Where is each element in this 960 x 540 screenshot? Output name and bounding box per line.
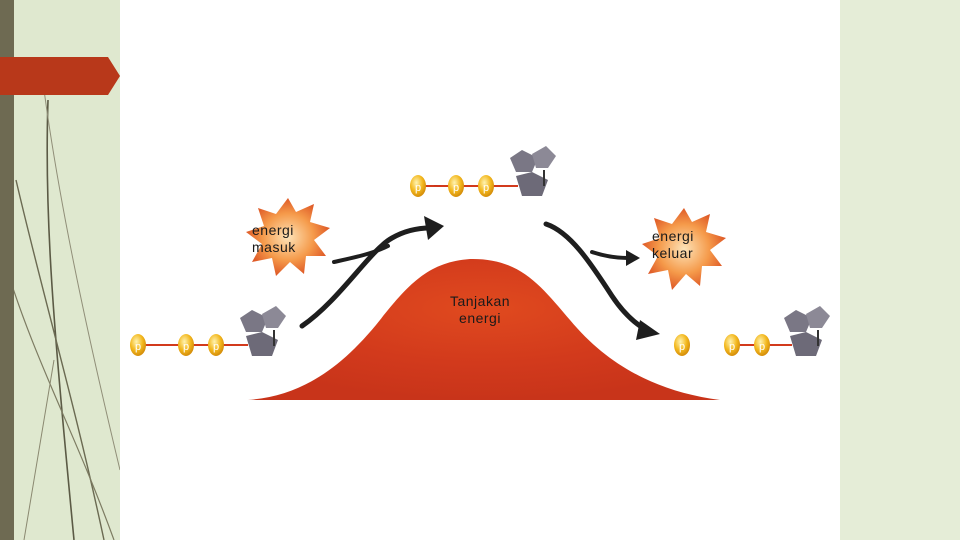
energy-out-burst <box>642 208 726 290</box>
phosphate-top-2: p <box>448 175 464 197</box>
svg-text:p: p <box>679 341 685 353</box>
energy-out-label: energi keluar <box>652 228 694 261</box>
svg-text:p: p <box>453 182 459 194</box>
svg-text:p: p <box>483 182 489 194</box>
title-marker <box>0 57 120 95</box>
energy-in-label: energi masuk <box>252 222 296 255</box>
svg-text:p: p <box>729 341 735 353</box>
energy-hill-label: Tanjakan energi <box>449 293 511 326</box>
grass-decoration <box>14 89 120 540</box>
phosphate-right-1: p <box>724 334 740 356</box>
arrow-down-branch <box>590 250 630 260</box>
atp-molecule-top <box>418 146 556 196</box>
arrow-down <box>543 221 649 333</box>
arrow-up <box>299 225 433 329</box>
adp-molecule-left <box>138 306 286 356</box>
arrow-down-branch-head <box>626 250 640 266</box>
phosphate-top-3: p <box>478 175 494 197</box>
adp-molecule-right <box>726 306 830 356</box>
phosphate-right-free: p <box>674 334 690 356</box>
phosphate-right-2: p <box>754 334 770 356</box>
energy-hill <box>248 258 720 400</box>
phosphate-left-free: p <box>130 334 146 356</box>
right-decor-panel <box>840 0 960 540</box>
phosphate-top-1: p <box>410 175 426 197</box>
high-energy-bond: ~ <box>433 178 441 193</box>
arrow-up-branch <box>332 244 390 264</box>
left-decor-stripe <box>0 0 14 540</box>
svg-text:p: p <box>213 341 219 353</box>
svg-text:p: p <box>759 341 765 353</box>
arrow-down-head <box>636 320 660 340</box>
svg-text:p: p <box>135 341 141 353</box>
svg-text:~: ~ <box>433 178 441 193</box>
phosphate-left-2: p <box>208 334 224 356</box>
arrow-up-head <box>424 216 444 240</box>
svg-text:p: p <box>183 341 189 353</box>
energy-in-burst <box>246 198 330 276</box>
phosphate-left-1: p <box>178 334 194 356</box>
svg-text:p: p <box>415 182 421 194</box>
